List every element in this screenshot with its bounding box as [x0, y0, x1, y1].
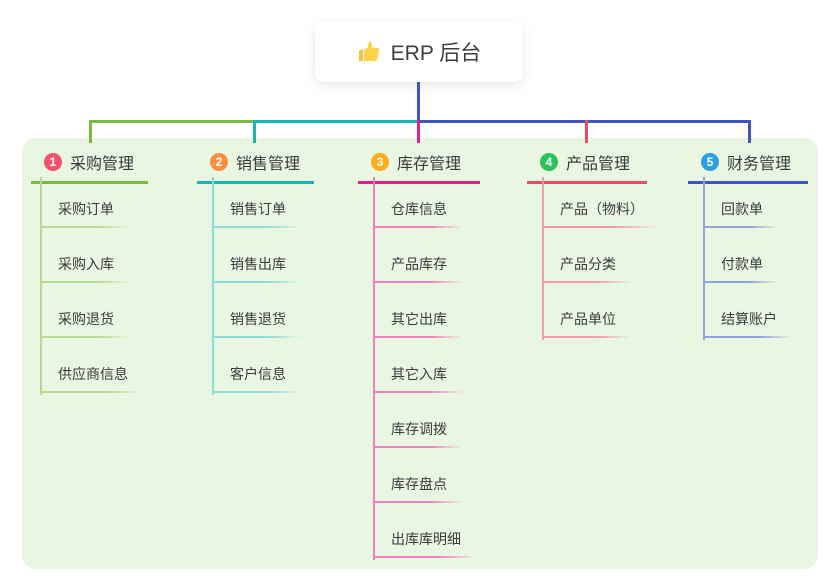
child-row: 出库库明细 [373, 503, 477, 558]
child-node[interactable]: 销售订单 [212, 199, 302, 228]
child-row: 产品单位 [542, 283, 660, 338]
child-node[interactable]: 采购入库 [40, 254, 130, 283]
branch-header[interactable]: 1 采购管理 [31, 150, 148, 184]
child-row: 销售退货 [212, 283, 302, 338]
branch-number-badge: 4 [540, 153, 558, 171]
child-row: 销售出库 [212, 228, 302, 283]
child-node[interactable]: 库存调拨 [373, 419, 463, 448]
child-node[interactable]: 销售出库 [212, 254, 302, 283]
branch-label: 销售管理 [236, 156, 301, 173]
branch-children-connector [703, 177, 705, 340]
child-row: 产品分类 [542, 228, 660, 283]
child-node[interactable]: 产品（物料） [542, 199, 660, 228]
child-row: 回款单 [703, 173, 793, 228]
branch-children: 仓库信息产品库存其它出库其它入库库存调拨库存盘点出库库明细 [373, 173, 477, 558]
branch-children: 产品（物料） 产品分类产品单位 [542, 173, 660, 338]
branch-label: 财务管理 [727, 156, 792, 173]
branch-header[interactable]: 3 库存管理 [358, 150, 480, 184]
branch-1: 1 采购管理采购订单采购入库采购退货供应商信息 [31, 150, 148, 395]
child-node[interactable]: 出库库明细 [373, 529, 477, 558]
branch-2: 2 销售管理销售订单销售出库销售退货客户信息 [197, 150, 314, 395]
root-node[interactable]: ERP 后台 [315, 22, 523, 82]
child-row: 库存调拨 [373, 393, 477, 448]
branch-children: 采购订单采购入库采购退货供应商信息 [40, 173, 144, 393]
child-row: 采购退货 [40, 283, 144, 338]
child-node[interactable]: 采购退货 [40, 309, 130, 338]
child-row: 客户信息 [212, 338, 302, 393]
branch-number-badge: 5 [701, 153, 719, 171]
connector-stub-3 [417, 120, 420, 143]
connector-stub-1 [89, 120, 92, 143]
branch-children-connector [542, 177, 544, 340]
child-row: 采购订单 [40, 173, 144, 228]
child-row: 销售订单 [212, 173, 302, 228]
branch-5: 5 财务管理回款单付款单结算账户 [688, 150, 808, 340]
child-node[interactable]: 库存盘点 [373, 474, 463, 503]
child-node[interactable]: 产品库存 [373, 254, 463, 283]
child-row: 采购入库 [40, 228, 144, 283]
branch-4: 4 产品管理产品（物料） 产品分类产品单位 [527, 150, 660, 340]
child-row: 供应商信息 [40, 338, 144, 393]
child-node[interactable]: 其它出库 [373, 309, 463, 338]
root-label: ERP 后台 [390, 42, 482, 65]
child-row: 其它出库 [373, 283, 477, 338]
thumbs-up-icon [357, 40, 381, 64]
child-node[interactable]: 产品分类 [542, 254, 632, 283]
branch-header[interactable]: 5 财务管理 [688, 150, 808, 184]
branch-number-badge: 1 [44, 153, 62, 171]
branch-number-badge: 3 [371, 153, 389, 171]
child-node[interactable]: 销售退货 [212, 309, 302, 338]
child-row: 产品（物料） [542, 173, 660, 228]
child-node[interactable]: 客户信息 [212, 364, 302, 393]
child-node[interactable]: 回款单 [703, 199, 779, 228]
connector-stub-5 [748, 120, 751, 143]
branch-children-connector [40, 177, 42, 395]
branch-3: 3 库存管理仓库信息产品库存其它出库其它入库库存调拨库存盘点出库库明细 [358, 150, 480, 560]
child-row: 结算账户 [703, 283, 793, 338]
branch-label: 产品管理 [566, 156, 631, 173]
branch-header[interactable]: 4 产品管理 [527, 150, 647, 184]
child-node[interactable]: 仓库信息 [373, 199, 463, 228]
child-row: 付款单 [703, 228, 793, 283]
child-node[interactable]: 结算账户 [703, 309, 793, 338]
child-row: 仓库信息 [373, 173, 477, 228]
child-row: 产品库存 [373, 228, 477, 283]
branch-number-badge: 2 [210, 153, 228, 171]
child-node[interactable]: 供应商信息 [40, 364, 144, 393]
branch-children: 销售订单销售出库销售退货客户信息 [212, 173, 302, 393]
branch-label: 库存管理 [397, 156, 462, 173]
child-node[interactable]: 付款单 [703, 254, 779, 283]
child-node[interactable]: 其它入库 [373, 364, 463, 393]
branch-children-connector [212, 177, 214, 395]
connector-bus-mid [255, 120, 419, 123]
child-row: 库存盘点 [373, 448, 477, 503]
connector-stub-4 [585, 120, 588, 143]
branch-header[interactable]: 2 销售管理 [197, 150, 314, 184]
branches-panel [22, 138, 818, 569]
child-node[interactable]: 产品单位 [542, 309, 632, 338]
branch-label: 采购管理 [70, 156, 135, 173]
child-node[interactable]: 采购订单 [40, 199, 130, 228]
connector-stub-2 [253, 120, 256, 143]
branch-children: 回款单付款单结算账户 [703, 173, 793, 338]
connector-bus-left [89, 120, 255, 123]
branch-children-connector [373, 177, 375, 560]
connector-root-drop [417, 82, 420, 123]
child-row: 其它入库 [373, 338, 477, 393]
